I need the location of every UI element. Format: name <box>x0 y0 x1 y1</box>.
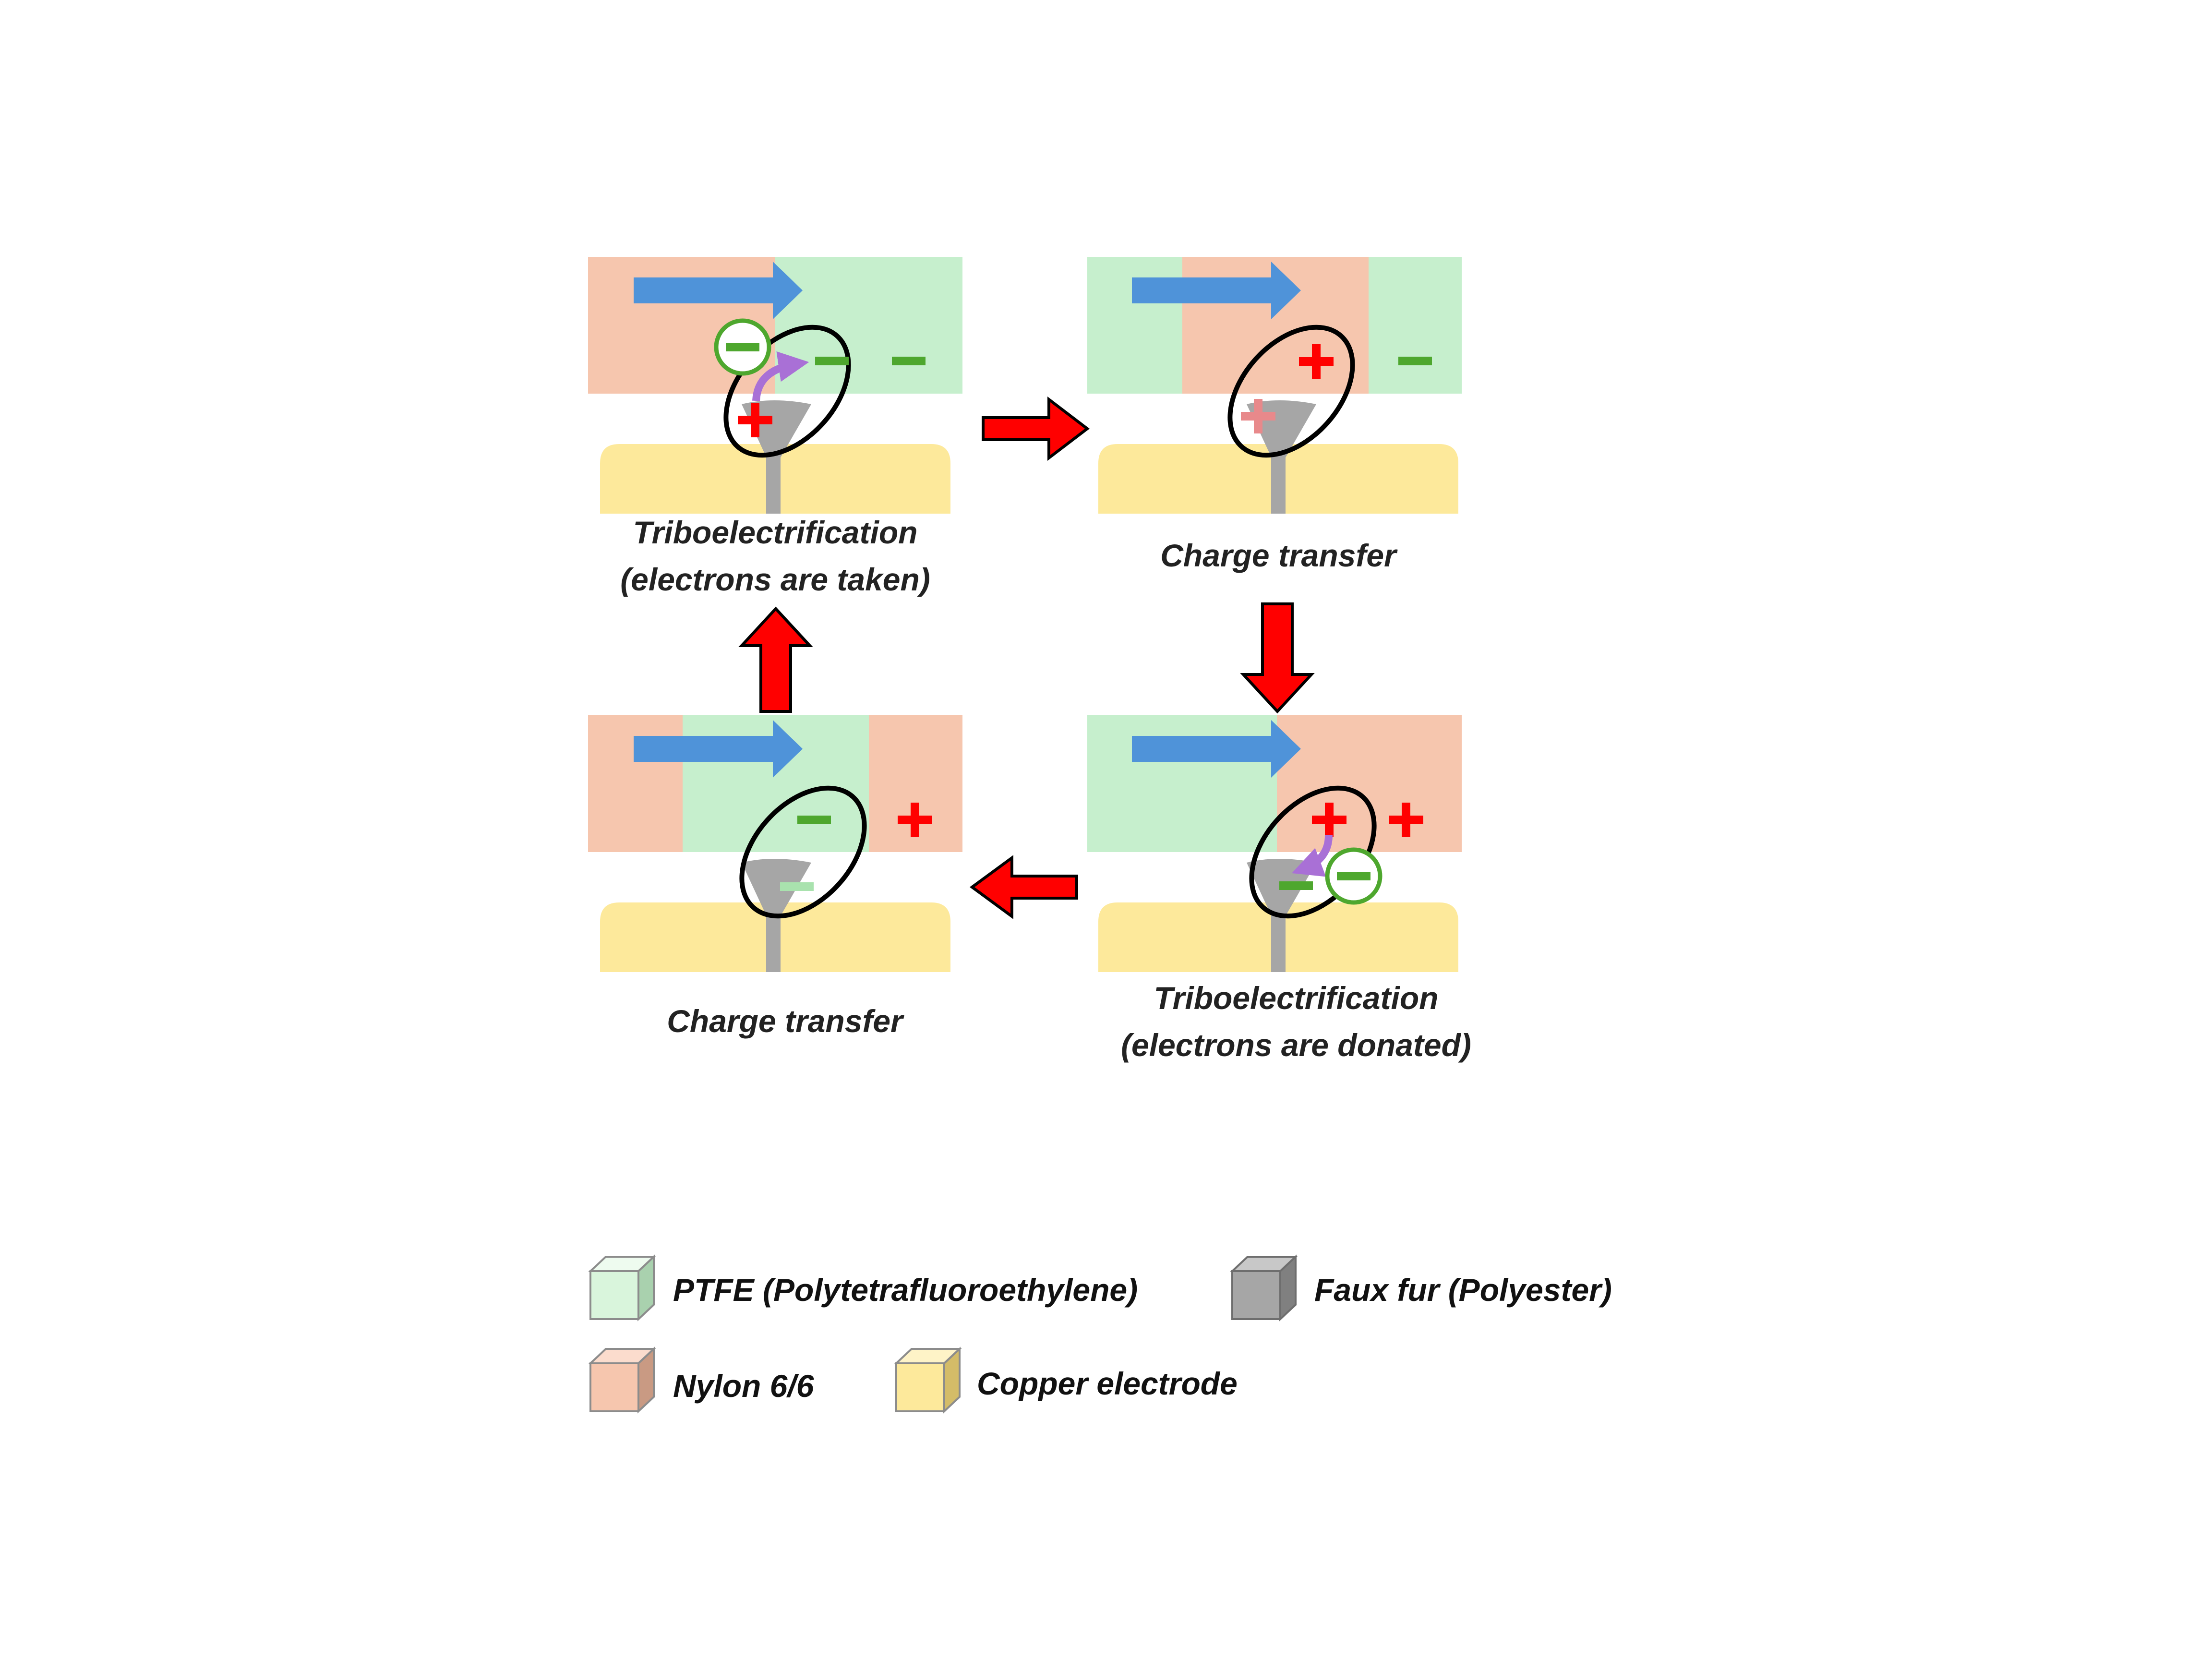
legend-item-ptfe: PTFE (Polytetrafluoroethylene) <box>588 1254 1138 1322</box>
legend: PTFE (Polytetrafluoroethylene) Faux fur … <box>588 1254 1612 1414</box>
negative-charge <box>797 816 831 824</box>
panel-3-caption-line1: Triboelectrification <box>1154 980 1439 1016</box>
faded-negative-charge <box>780 882 814 891</box>
blue-motion-arrow <box>634 262 803 319</box>
panel-2-charge-transfer: Charge transfer <box>1087 257 1462 573</box>
cycle-arrow-left <box>969 855 1078 919</box>
panel-3-caption-line2: (electrons are donated) <box>1121 1027 1471 1063</box>
cycle-arrow-right <box>982 396 1090 461</box>
ptfe-region <box>775 257 962 394</box>
faux-fur-swatch-cube-icon <box>1229 1254 1298 1322</box>
contact-ellipse <box>739 785 867 919</box>
cycle-arrow-up <box>738 606 813 713</box>
electron-icon <box>1325 847 1382 905</box>
panel-1-caption-line2: (electrons are taken) <box>620 562 930 597</box>
legend-item-nylon: Nylon 6/6 <box>588 1346 815 1414</box>
nylon-region <box>1277 715 1462 852</box>
legend-item-faux-fur: Faux fur (Polyester) <box>1229 1254 1612 1322</box>
panel-3-electrons-donated: Triboelectrification (electrons are dona… <box>1087 715 1471 1063</box>
panel-2-caption: Charge transfer <box>1160 538 1398 573</box>
ptfe-region <box>1369 257 1462 394</box>
ptfe-region <box>1087 715 1277 852</box>
panel-4-charge-transfer: Charge transfer <box>588 715 962 1039</box>
ptfe-swatch-cube-icon <box>588 1254 657 1322</box>
legend-label-nylon: Nylon 6/6 <box>673 1368 815 1404</box>
positive-charge <box>1312 803 1346 837</box>
nylon-swatch-cube-icon <box>588 1346 657 1414</box>
legend-label-ptfe: PTFE (Polytetrafluoroethylene) <box>673 1272 1138 1308</box>
negative-charge <box>815 357 849 365</box>
faded-positive-charge <box>1241 399 1275 433</box>
negative-charge <box>1279 881 1313 890</box>
positive-charge <box>738 403 772 437</box>
panel-1-electrons-taken: Triboelectrification (electrons are take… <box>588 257 962 597</box>
contact-ellipse <box>1227 325 1355 458</box>
fur-tuft <box>742 859 811 919</box>
cycle-arrow-down <box>1240 602 1315 714</box>
positive-charge <box>898 803 932 837</box>
legend-label-copper: Copper electrode <box>977 1366 1238 1401</box>
panel-4-caption: Charge transfer <box>667 1003 904 1039</box>
negative-charge <box>892 357 926 365</box>
blue-motion-arrow <box>634 720 803 778</box>
panel-1-caption-line1: Triboelectrification <box>633 515 918 550</box>
electron-transfer-arrow <box>752 351 809 401</box>
blue-motion-arrow <box>1132 262 1301 319</box>
ptfe-region <box>1087 257 1182 394</box>
blue-motion-arrow <box>1132 720 1301 778</box>
electron-transfer-arrow <box>1292 835 1333 877</box>
copper-swatch-cube-icon <box>893 1346 962 1414</box>
positive-charge <box>1299 344 1334 379</box>
legend-label-faux-fur: Faux fur (Polyester) <box>1314 1272 1612 1308</box>
positive-charge <box>1389 803 1423 837</box>
nylon-region <box>588 715 683 852</box>
negative-charge <box>1398 357 1432 365</box>
electron-icon <box>714 318 771 376</box>
legend-item-copper: Copper electrode <box>893 1346 1238 1414</box>
